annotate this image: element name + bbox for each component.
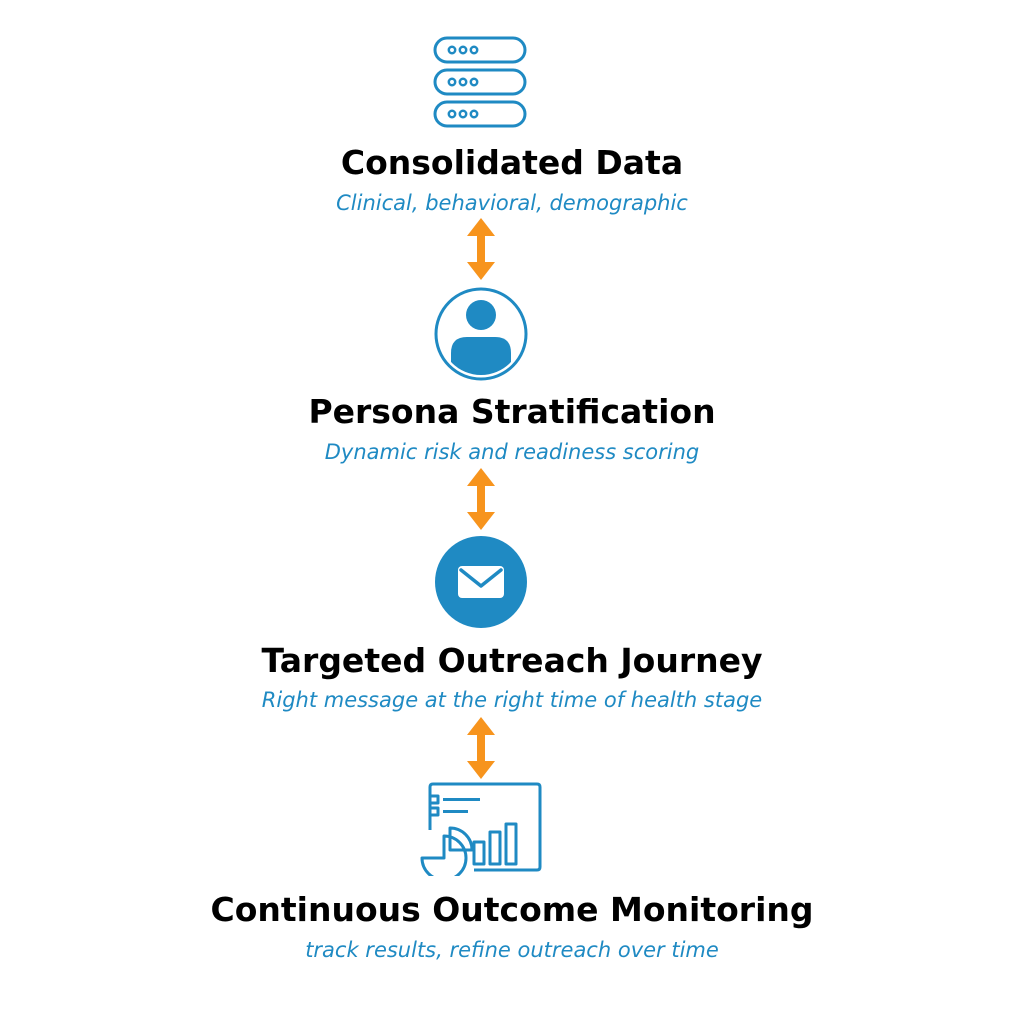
bidirectional-arrow-icon: [467, 218, 495, 280]
bidirectional-arrow-icon: [467, 717, 495, 779]
envelope-icon: [435, 536, 527, 628]
step-title-persona-stratification: Persona Stratification: [308, 392, 716, 431]
step-title-continuous-outcome-monitoring: Continuous Outcome Monitoring: [210, 890, 814, 929]
database-icon: [433, 36, 527, 128]
bidirectional-arrow-icon: [467, 468, 495, 530]
dashboard-chart-icon: [420, 782, 542, 876]
user-profile-icon: [434, 287, 528, 381]
step-subtitle-persona-stratification: Dynamic risk and readiness scoring: [324, 440, 700, 464]
step-subtitle-consolidated-data: Clinical, behavioral, demographic: [336, 191, 688, 215]
step-title-consolidated-data: Consolidated Data: [340, 143, 684, 182]
step-subtitle-continuous-outcome-monitoring: track results, refine outreach over time: [305, 938, 719, 962]
step-subtitle-targeted-outreach-journey: Right message at the right time of healt…: [261, 688, 763, 712]
step-title-targeted-outreach-journey: Targeted Outreach Journey: [261, 641, 763, 680]
